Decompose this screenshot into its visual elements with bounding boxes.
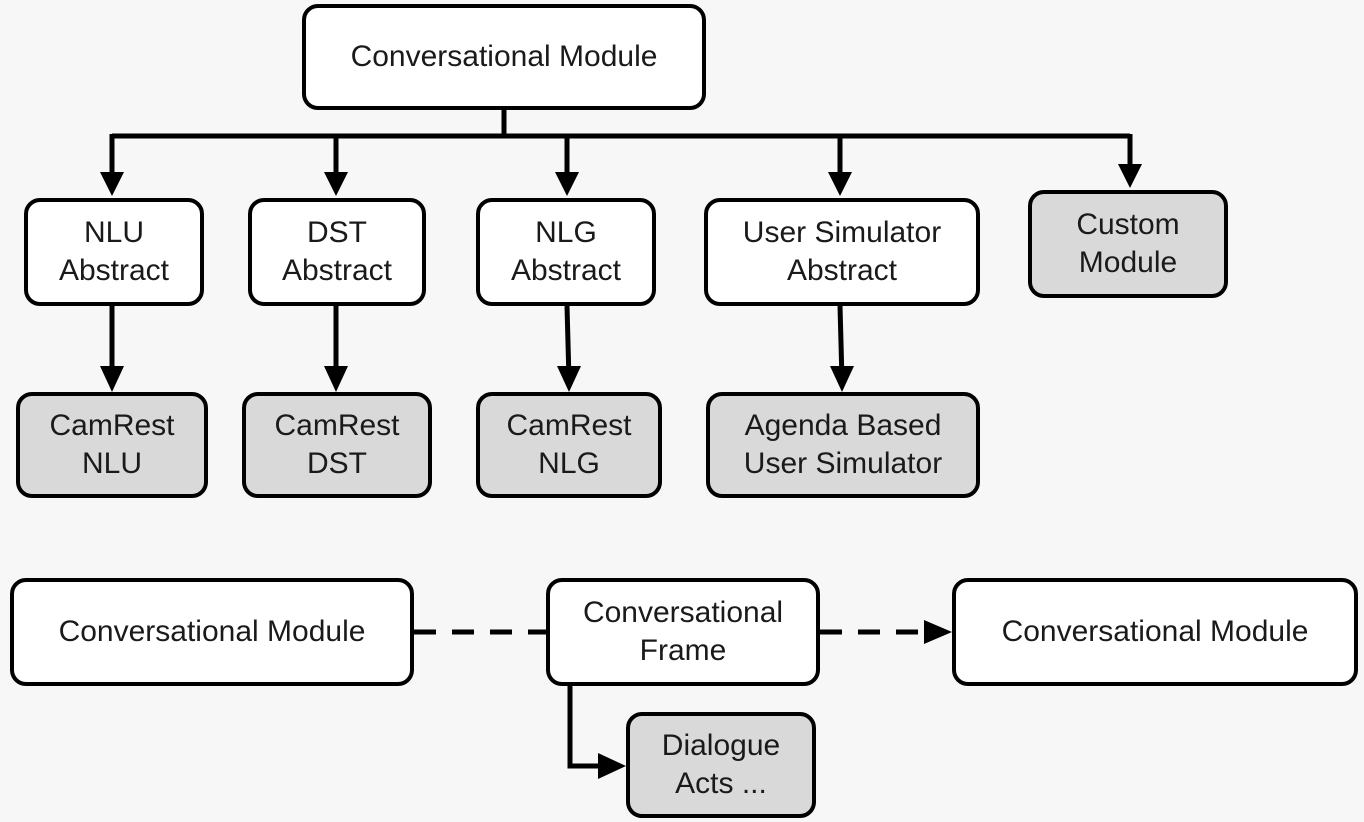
arrowhead-nlu	[100, 172, 124, 196]
nlu-abstract-node: NLU Abstract	[24, 198, 204, 306]
nlu-abstract-label: NLU Abstract	[58, 216, 170, 287]
camrest-dst-label: CamRest DST	[274, 409, 400, 480]
arrowhead-agenda	[830, 366, 854, 392]
root-conversational-module: Conversational Module	[302, 4, 706, 110]
camrest-nlu-label: CamRest NLU	[49, 409, 175, 480]
arrowhead-target-module	[924, 620, 952, 644]
dst-abstract-label: DST Abstract	[281, 216, 393, 287]
conversational-frame-label: Conversational Frame	[582, 596, 784, 667]
arrowhead-camrest-nlg	[557, 366, 581, 392]
conversational-frame-node: Conversational Frame	[546, 578, 820, 686]
camrest-nlg-node: CamRest NLG	[476, 392, 662, 498]
camrest-nlu-node: CamRest NLU	[16, 392, 208, 498]
custom-module-label: Custom Module	[1076, 208, 1180, 279]
elbow-frame-to-dialogue-acts	[567, 686, 604, 769]
arrowhead-camrest-dst	[324, 366, 348, 392]
root-label: Conversational Module	[350, 40, 658, 73]
agenda-based-user-simulator-label: Agenda Based User Simulator	[743, 409, 943, 480]
agenda-based-user-simulator-node: Agenda Based User Simulator	[706, 392, 980, 498]
arrowhead-user-sim	[828, 172, 852, 196]
camrest-nlg-label: CamRest NLG	[506, 409, 632, 480]
arrowhead-camrest-nlu	[100, 366, 124, 392]
flow-target-label: Conversational Module	[1001, 615, 1309, 648]
arrowhead-dialogue-acts	[598, 753, 626, 779]
user-simulator-abstract-node: User Simulator Abstract	[704, 198, 980, 306]
camrest-dst-node: CamRest DST	[242, 392, 432, 498]
arrowhead-dst	[324, 172, 348, 196]
dialogue-acts-node: Dialogue Acts ...	[626, 712, 816, 818]
user-simulator-abstract-label: User Simulator Abstract	[742, 216, 942, 287]
custom-module-node: Custom Module	[1028, 190, 1228, 298]
dialogue-acts-label: Dialogue Acts ...	[661, 729, 781, 800]
flow-target-module: Conversational Module	[952, 578, 1358, 686]
dst-abstract-node: DST Abstract	[248, 198, 426, 306]
arrowheads-level-2	[100, 366, 854, 392]
nlg-abstract-node: NLG Abstract	[476, 198, 656, 306]
flow-source-label: Conversational Module	[58, 615, 366, 648]
nlg-abstract-label: NLG Abstract	[510, 216, 622, 287]
arrowhead-nlg	[555, 172, 579, 196]
flow-source-module: Conversational Module	[10, 578, 414, 686]
arrowhead-custom	[1118, 164, 1142, 188]
arrowheads-level-1	[100, 164, 1142, 196]
